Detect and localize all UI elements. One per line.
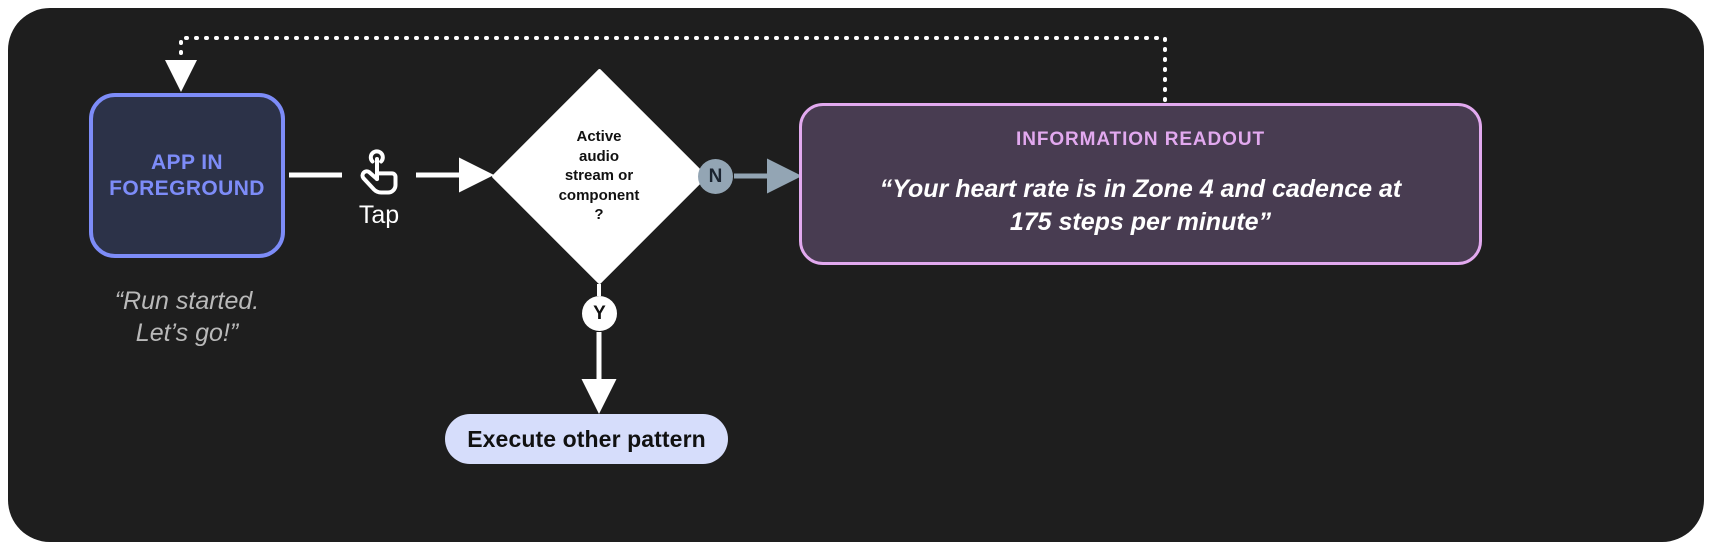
app-in-foreground-card[interactable]: APP IN FOREGROUND <box>89 93 285 258</box>
branch-badge-no: N <box>698 159 733 194</box>
execute-other-pattern-label: Execute other pattern <box>467 425 706 452</box>
branch-badge-yes: Y <box>582 296 617 331</box>
tap-label: Tap <box>358 201 400 229</box>
tap-gesture-group: Tap <box>340 148 418 228</box>
information-readout-title: INFORMATION READOUT <box>1016 128 1265 150</box>
information-readout-panel[interactable]: INFORMATION READOUT “Your heart rate is … <box>799 103 1482 265</box>
diagram-canvas: APP IN FOREGROUND “Run started. Let’s go… <box>8 8 1704 542</box>
decision-diamond[interactable]: Active audio stream or component ? <box>490 67 708 285</box>
information-readout-body: “Your heart rate is in Zone 4 and cadenc… <box>879 174 1402 236</box>
execute-other-pattern-button[interactable]: Execute other pattern <box>445 414 728 464</box>
app-voice-caption: “Run started. Let’s go!” <box>114 287 260 347</box>
app-in-foreground-label: APP IN FOREGROUND <box>109 150 265 200</box>
connector-layer <box>165 36 1167 414</box>
decision-question-label: Active audio stream or component ? <box>558 128 640 224</box>
tap-gesture-icon <box>360 149 398 195</box>
